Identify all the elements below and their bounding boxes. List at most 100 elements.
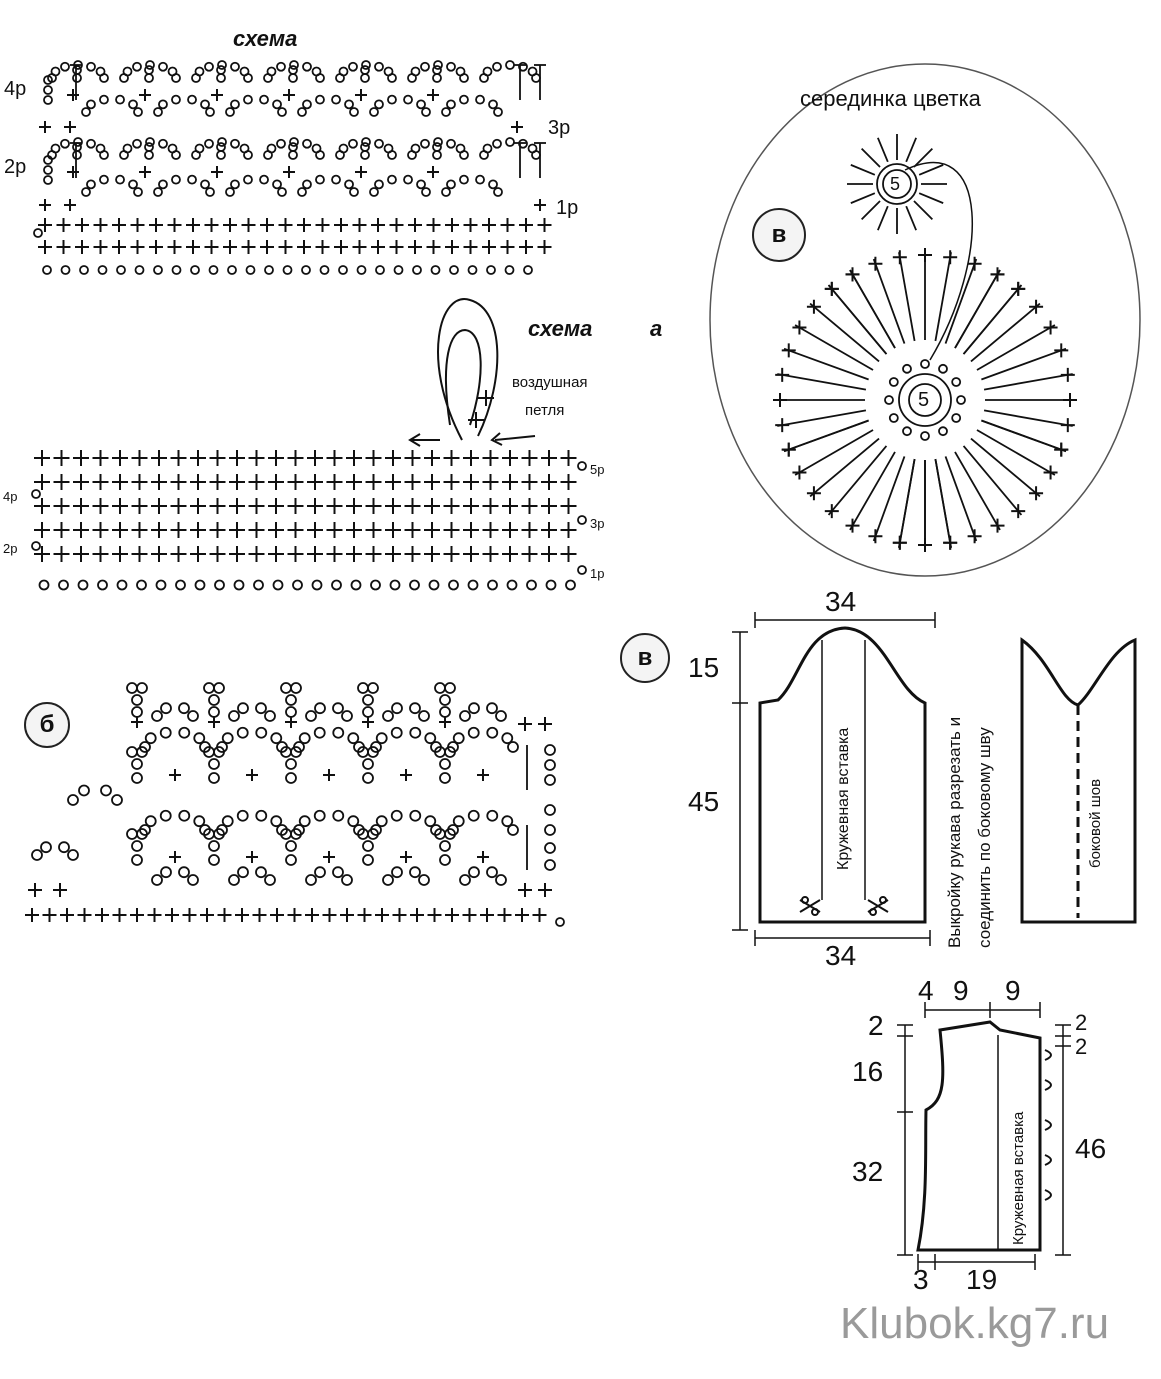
chain-stitch-symbol: [178, 726, 191, 739]
single-crochet-symbol: [943, 250, 958, 265]
chain-stitch-symbol: [387, 150, 397, 160]
single-crochet-symbol: [287, 450, 304, 466]
chain-stitch-symbol: [349, 187, 359, 197]
stitch-stroke: [981, 419, 1067, 453]
single-crochet-symbol: [541, 498, 557, 514]
chain-stitch-symbol: [951, 413, 962, 423]
chain-stitch-symbol: [347, 732, 360, 745]
chain-stitch-symbol: [475, 94, 485, 105]
stitch-stroke: [898, 252, 916, 342]
stitch-stroke: [850, 192, 876, 204]
single-crochet-symbol: [443, 546, 460, 562]
single-crochet-symbol: [223, 218, 237, 232]
chain-stitch-symbol: [277, 187, 287, 197]
chain-stitch-symbol: [86, 61, 96, 72]
single-crochet-symbol: [211, 89, 223, 101]
single-crochet-symbol: [521, 498, 538, 514]
chain-stitch-symbol: [495, 874, 507, 886]
bodice-shoulder-2: 9: [953, 975, 969, 1006]
single-crochet-symbol: [521, 546, 538, 562]
chain-stitch-symbol: [486, 702, 498, 715]
chain-stitch-symbol: [350, 579, 362, 591]
chain-stitch-symbol: [410, 66, 421, 77]
chain-stitch-symbol: [158, 99, 168, 110]
bodice-shoulder-1: 4: [918, 975, 934, 1006]
chain-stitch-symbol: [288, 65, 298, 75]
single-crochet-symbol: [482, 522, 499, 538]
single-crochet-symbol: [541, 474, 557, 490]
chain-stitch-symbol: [544, 859, 556, 871]
single-crochet-symbol: [235, 908, 249, 922]
single-crochet-symbol: [502, 498, 518, 514]
chain-stitch-symbol: [216, 741, 228, 753]
single-crochet-symbol: [92, 474, 109, 490]
single-crochet-symbol: [424, 546, 440, 562]
single-crochet-symbol: [439, 716, 451, 728]
single-crochet-symbol: [260, 240, 274, 254]
chain-stitch-symbol: [403, 174, 413, 185]
single-crochet-symbol: [424, 450, 440, 466]
single-crochet-symbol: [463, 450, 479, 466]
chain-stitch-symbol: [144, 732, 157, 745]
flower-ellipse: [709, 63, 1141, 577]
chain-stitch-symbol: [264, 265, 274, 275]
stitch-stroke: [944, 258, 978, 344]
chain-stitch-symbol: [501, 732, 514, 745]
single-crochet-symbol: [346, 498, 362, 514]
chain-stitch-symbol: [159, 726, 172, 739]
single-crochet-symbol: [268, 498, 284, 514]
chain-stitch-symbol: [565, 579, 576, 591]
chain-stitch-symbol: [410, 143, 421, 154]
chain-stitch-symbol: [467, 726, 480, 739]
single-crochet-symbol: [443, 498, 460, 514]
single-crochet-symbol: [560, 498, 577, 514]
single-crochet-symbol: [190, 546, 206, 562]
chain-stitch-symbol: [486, 265, 496, 275]
single-crochet-symbol: [463, 546, 479, 562]
single-crochet-symbol: [229, 546, 245, 562]
chain-stitch-symbol: [409, 579, 420, 591]
chain-stitch-symbol: [439, 840, 451, 852]
single-crochet-symbol: [427, 908, 442, 922]
chain-stitch-symbol: [375, 732, 388, 745]
chain-stitch-symbol: [255, 866, 267, 879]
chain-stitch-symbol: [362, 840, 374, 852]
row-label-a4: 4р: [3, 489, 18, 504]
chain-stitch-symbol: [374, 61, 384, 72]
single-crochet-symbol: [151, 450, 167, 466]
chain-stitch-symbol: [255, 726, 268, 739]
single-crochet-symbol: [511, 121, 523, 133]
single-crochet-symbol: [541, 522, 557, 538]
single-crochet-symbol: [463, 498, 479, 514]
single-crochet-symbol: [502, 450, 518, 466]
single-crochet-symbol: [34, 474, 50, 490]
chain-stitch-symbol: [501, 815, 514, 828]
chain-stitch-symbol: [58, 579, 69, 591]
chain-stitch-symbol: [216, 65, 226, 75]
chain-stitch-symbol: [882, 169, 912, 199]
single-crochet-symbol: [478, 390, 494, 406]
single-crochet-symbol: [560, 546, 577, 562]
chain-stitch-symbol: [387, 94, 397, 105]
chain-stitch-symbol: [216, 824, 228, 836]
chain-stitch-symbol: [155, 579, 167, 591]
single-crochet-symbol: [445, 218, 459, 232]
schema-a-title: схема: [528, 316, 593, 341]
single-crochet-symbol: [427, 89, 439, 101]
single-crochet-symbol: [38, 218, 52, 232]
bodice-front: 46: [1075, 1133, 1107, 1164]
chain-stitch-symbol: [420, 138, 430, 149]
single-crochet-symbol: [167, 218, 182, 232]
single-crochet-symbol: [211, 166, 223, 178]
stitch-stroke: [898, 458, 916, 548]
sleeve-outline: [758, 626, 927, 924]
flower-badge: в: [752, 208, 806, 262]
chain-stitch-symbol: [221, 815, 234, 828]
chain-stitch-symbol: [297, 187, 307, 197]
single-crochet-symbol: [167, 240, 182, 254]
stitch-stroke: [777, 373, 867, 391]
chain-stitch-symbol: [131, 694, 143, 706]
single-crochet-symbol: [112, 240, 126, 254]
single-crochet-symbol: [73, 522, 89, 538]
chain-stitch-symbol: [230, 179, 240, 190]
